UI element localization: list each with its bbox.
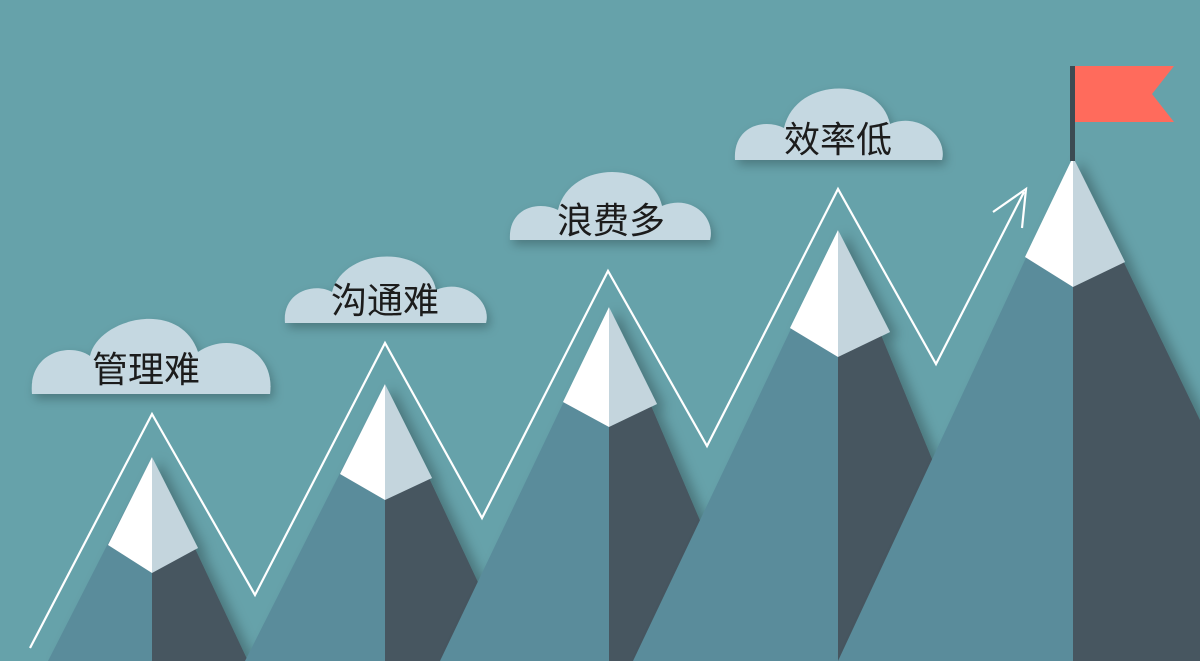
cloud-label-2: 沟通难 <box>331 281 439 322</box>
cloud-label-1: 管理难 <box>92 350 200 391</box>
trail-line <box>29 186 1025 649</box>
snow-cap-5 <box>1025 157 1073 287</box>
cloud-4: 效率低 <box>734 88 943 161</box>
cloud-3: 浪费多 <box>509 171 711 242</box>
arrow-up-right-icon <box>992 186 1028 229</box>
snow-cap-2 <box>340 384 385 500</box>
cloud-1: 管理难 <box>31 318 271 394</box>
flag-icon <box>1070 66 1174 161</box>
mountain-1 <box>48 457 248 661</box>
snow-cap-3 <box>563 307 609 427</box>
cloud-2: 沟通难 <box>284 256 487 323</box>
cloud-label-4: 效率低 <box>784 120 892 161</box>
mountain-5 <box>838 157 1200 661</box>
cloud-label-3: 浪费多 <box>557 201 665 242</box>
snow-cap-4 <box>790 230 838 357</box>
snow-cap-1 <box>108 457 152 573</box>
